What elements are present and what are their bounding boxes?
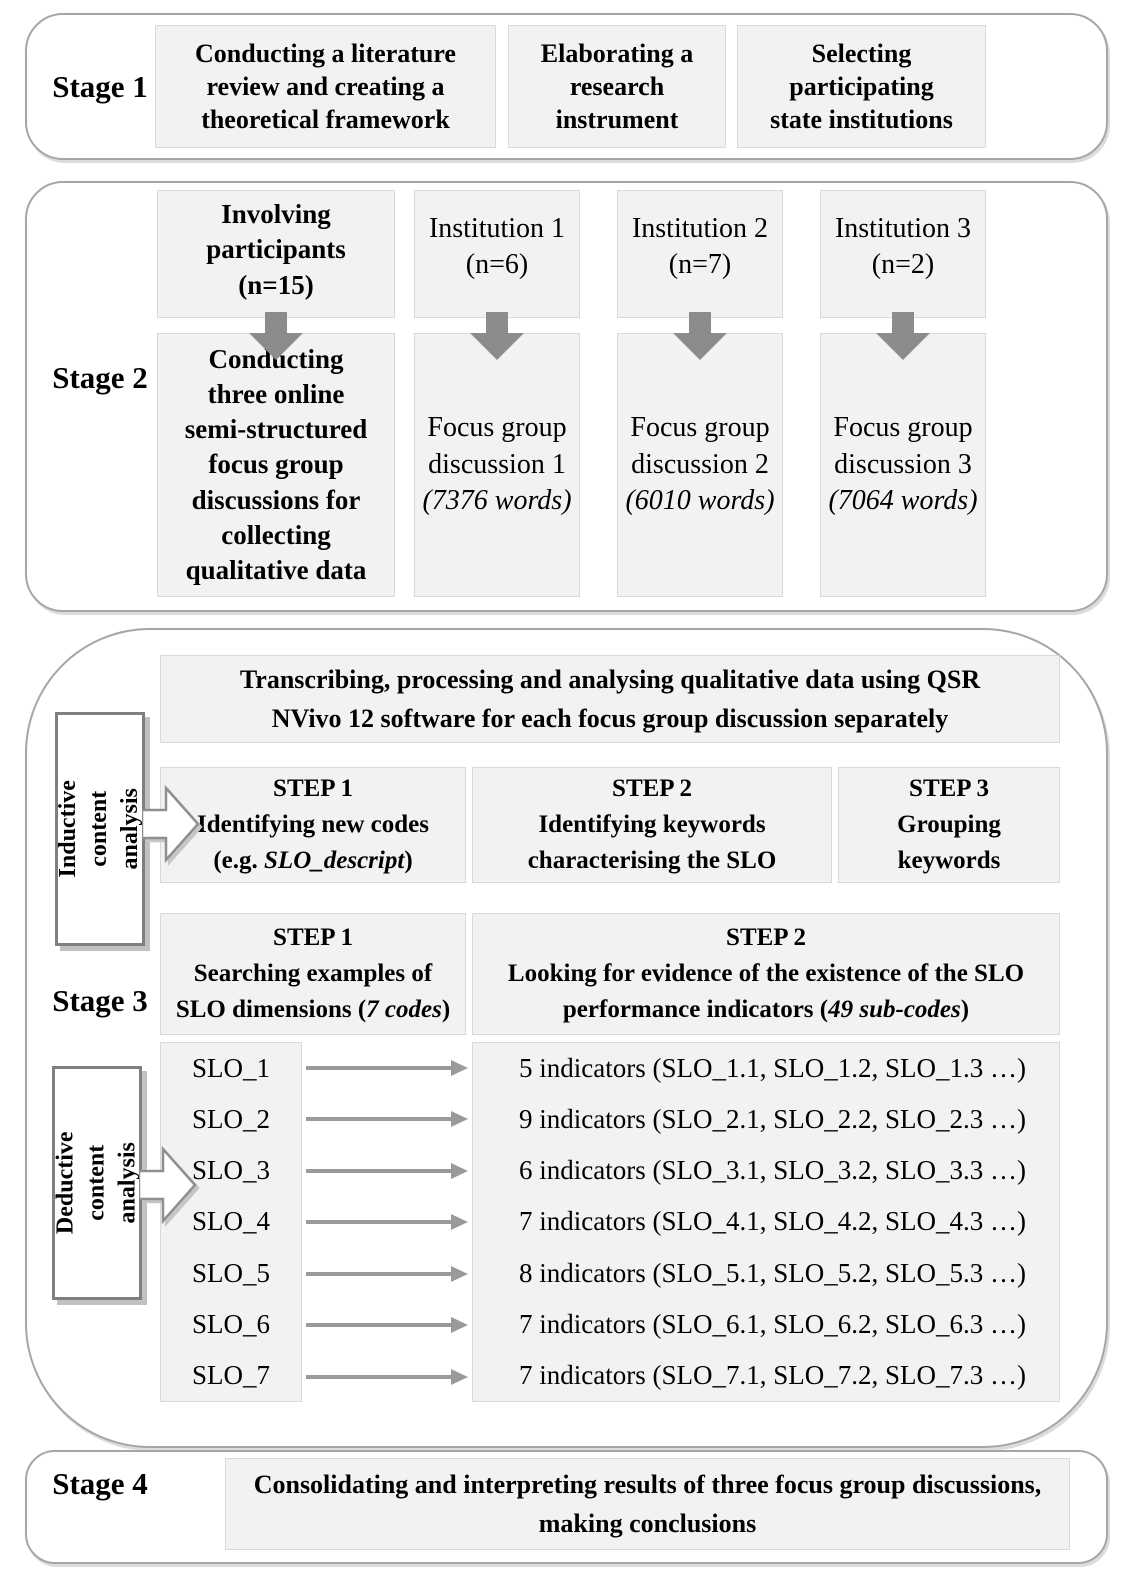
slo-code-7: SLO_7 bbox=[191, 1359, 270, 1390]
deductive-label-text: Deductive content analysis bbox=[52, 1131, 141, 1235]
inductive-label-text: Inductive content analysis bbox=[55, 780, 144, 878]
deductive-step-1-line2: Searching examples of bbox=[193, 959, 433, 987]
stage2-box-focus-group-1: Focus group discussion 1 (7376 words) bbox=[414, 333, 580, 597]
stage2-box-institution-3: Institution 3 (n=2) bbox=[820, 190, 986, 318]
slo-code-6: SLO_6 bbox=[191, 1308, 270, 1339]
slo-indicators-panel: 5 indicators (SLO_1.1, SLO_1.2, SLO_1.3 … bbox=[472, 1042, 1060, 1402]
right-arrow-icon bbox=[306, 1266, 468, 1282]
inductive-step-2-title: STEP 2 bbox=[612, 774, 692, 802]
stage2-box-institution-1: Institution 1 (n=6) bbox=[414, 190, 580, 318]
stage4-conclusions-box: Consolidating and interpreting results o… bbox=[225, 1458, 1070, 1550]
inductive-step-3-title: STEP 3 bbox=[909, 774, 989, 802]
inductive-step-2-line2: Identifying keywords bbox=[538, 810, 766, 838]
stage-4-label: Stage 4 bbox=[52, 1466, 148, 1501]
down-arrow-icon bbox=[249, 312, 303, 360]
slo-indicators-4: 7 indicators (SLO_4.1, SLO_4.2, SLO_4.3 … bbox=[519, 1206, 1026, 1237]
slo-indicators-7: 7 indicators (SLO_7.1, SLO_7.2, SLO_7.3 … bbox=[519, 1359, 1026, 1390]
slo-indicators-3: 6 indicators (SLO_3.1, SLO_3.2, SLO_3.3 … bbox=[519, 1155, 1026, 1186]
focus-group-2-title: Focus group discussion 2 bbox=[630, 412, 770, 480]
stage1-box-literature-review: Conducting a literature review and creat… bbox=[155, 25, 496, 148]
right-arrow-icon bbox=[306, 1060, 468, 1076]
slo-indicators-5: 8 indicators (SLO_5.1, SLO_5.2, SLO_5.3 … bbox=[519, 1257, 1026, 1288]
slo-indicators-2: 9 indicators (SLO_2.1, SLO_2.2, SLO_2.3 … bbox=[519, 1104, 1026, 1135]
stage-3-label: Stage 3 bbox=[52, 983, 148, 1018]
inductive-right-block-arrow-icon bbox=[142, 784, 200, 864]
inductive-step-1-title: STEP 1 bbox=[273, 774, 353, 802]
slo-code-2: SLO_2 bbox=[191, 1104, 270, 1135]
slo-code-5: SLO_5 bbox=[191, 1257, 270, 1288]
deductive-step-1-box: STEP 1 Searching examples of SLO dimensi… bbox=[160, 913, 466, 1035]
right-arrow-icon bbox=[306, 1111, 468, 1127]
down-arrow-icon bbox=[673, 312, 727, 360]
deductive-right-block-arrow-icon bbox=[139, 1145, 197, 1225]
inductive-content-analysis-label: Inductive content analysis bbox=[55, 712, 145, 946]
stage-2-label: Stage 2 bbox=[52, 360, 148, 395]
inductive-step-1-box: STEP 1 Identifying new codes (e.g. SLO_d… bbox=[160, 767, 466, 883]
right-arrow-icon bbox=[306, 1214, 468, 1230]
right-arrow-icon bbox=[306, 1163, 468, 1179]
focus-group-1-words: (7376 words) bbox=[422, 485, 572, 517]
right-arrow-icon bbox=[306, 1317, 468, 1333]
deductive-step-2-line2: Looking for evidence of the existence of… bbox=[507, 959, 1025, 987]
stage2-box-involving-participants: Involving participants (n=15) bbox=[157, 190, 395, 318]
inductive-step-3-box: STEP 3 Grouping keywords bbox=[838, 767, 1060, 883]
down-arrow-icon bbox=[876, 312, 930, 360]
inductive-step-1-line2: Identifying new codes bbox=[197, 810, 429, 838]
deductive-step-2-box: STEP 2 Looking for evidence of the exist… bbox=[472, 913, 1060, 1035]
slo-codes-panel: SLO_1 SLO_2 SLO_3 SLO_4 SLO_5 SLO_6 SLO_… bbox=[160, 1042, 302, 1402]
deductive-content-analysis-label: Deductive content analysis bbox=[52, 1066, 142, 1300]
focus-group-3-title: Focus group discussion 3 bbox=[833, 412, 973, 480]
inductive-step-1-line3: (e.g. SLO_descript) bbox=[213, 847, 413, 875]
slo-code-1: SLO_1 bbox=[191, 1053, 270, 1084]
deductive-step-1-title: STEP 1 bbox=[273, 923, 353, 951]
stage2-box-focus-group-discussions: Conducting three online semi-structured … bbox=[157, 333, 395, 597]
down-arrow-icon bbox=[470, 312, 524, 360]
inductive-step-2-line3: characterising the SLO bbox=[527, 847, 777, 875]
stage2-box-focus-group-2: Focus group discussion 2 (6010 words) bbox=[617, 333, 783, 597]
slo-indicators-1: 5 indicators (SLO_1.1, SLO_1.2, SLO_1.3 … bbox=[519, 1053, 1026, 1084]
inductive-step-3-line3: keywords bbox=[897, 847, 1001, 875]
stage2-box-focus-group-3: Focus group discussion 3 (7064 words) bbox=[820, 333, 986, 597]
right-arrow-icon bbox=[306, 1369, 468, 1385]
focus-group-3-words: (7064 words) bbox=[828, 485, 978, 517]
slo-indicators-6: 7 indicators (SLO_6.1, SLO_6.2, SLO_6.3 … bbox=[519, 1308, 1026, 1339]
stage1-box-state-institutions: Selecting participating state institutio… bbox=[737, 25, 986, 148]
inductive-step-2-box: STEP 2 Identifying keywords characterisi… bbox=[472, 767, 832, 883]
slo-code-3: SLO_3 bbox=[191, 1155, 270, 1186]
focus-group-2-words: (6010 words) bbox=[625, 485, 775, 517]
stage2-box-institution-2: Institution 2 (n=7) bbox=[617, 190, 783, 318]
inductive-step-3-line2: Grouping bbox=[897, 810, 1001, 838]
slo-code-4: SLO_4 bbox=[191, 1206, 270, 1237]
stage-1-label: Stage 1 bbox=[52, 68, 148, 104]
stage1-box-research-instrument: Elaborating a research instrument bbox=[508, 25, 726, 148]
deductive-step-2-title: STEP 2 bbox=[726, 923, 806, 951]
focus-group-1-title: Focus group discussion 1 bbox=[427, 412, 567, 480]
stage3-header-box: Transcribing, processing and analysing q… bbox=[160, 655, 1060, 743]
deductive-step-1-line3: SLO dimensions (7 codes) bbox=[175, 996, 451, 1024]
deductive-step-2-line3: performance indicators (49 sub-codes) bbox=[562, 996, 970, 1024]
